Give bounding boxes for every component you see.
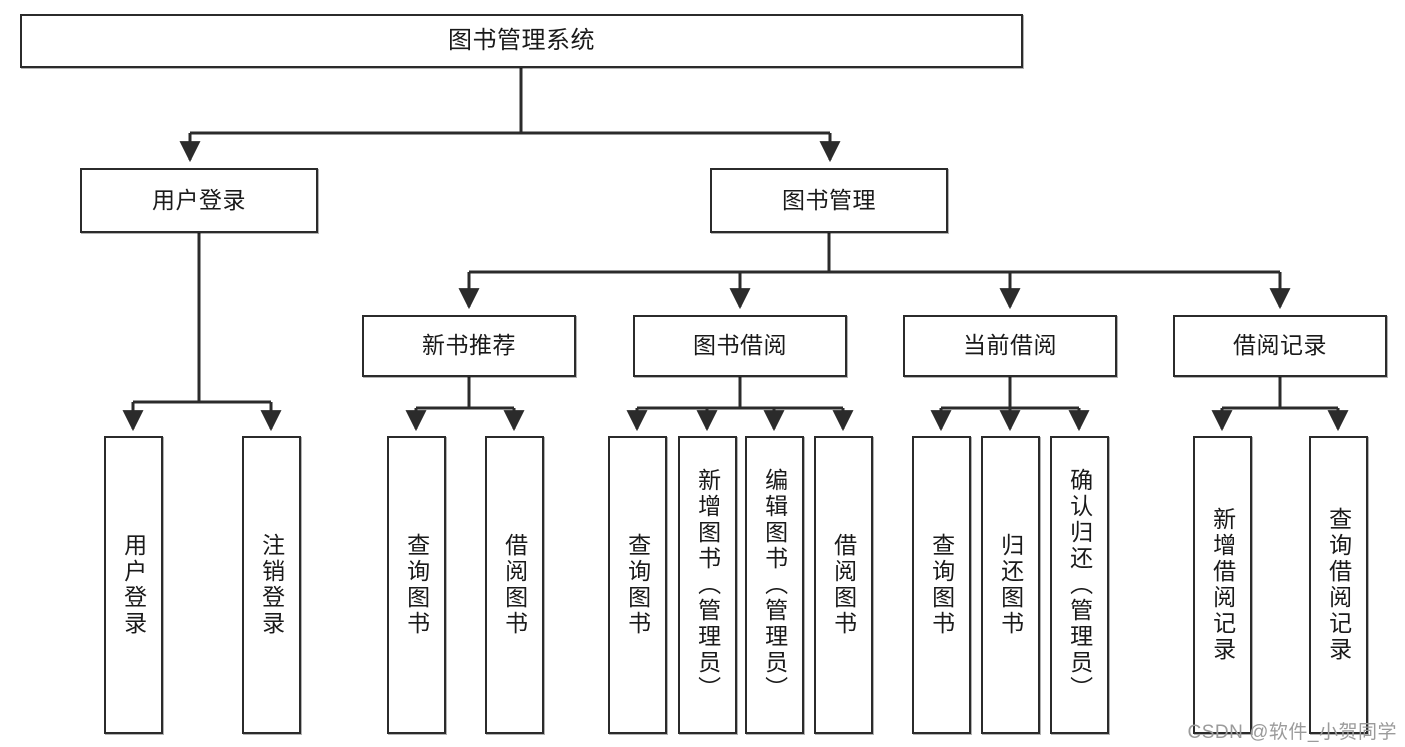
- node-leaf-query-book-2[interactable]: 查询图书: [608, 436, 667, 734]
- node-leaf-query-record[interactable]: 查询借阅记录: [1309, 436, 1368, 734]
- node-leaf-query-record-label: 查询借阅记录: [1325, 507, 1352, 663]
- node-root-label: 图书管理系统: [448, 26, 595, 54]
- node-book-manage-label: 图书管理: [782, 186, 876, 213]
- node-current-borrow[interactable]: 当前借阅: [903, 315, 1117, 377]
- node-leaf-borrow-book-1[interactable]: 借阅图书: [485, 436, 544, 734]
- node-leaf-query-book-3[interactable]: 查询图书: [912, 436, 971, 734]
- node-leaf-user-login[interactable]: 用户登录: [104, 436, 163, 734]
- node-leaf-query-book-2-label: 查询图书: [624, 533, 651, 637]
- node-leaf-add-record[interactable]: 新增借阅记录: [1193, 436, 1252, 734]
- node-leaf-add-book[interactable]: 新增图书（管理员）: [678, 436, 737, 734]
- node-leaf-query-book-3-label: 查询图书: [928, 533, 955, 637]
- node-root[interactable]: 图书管理系统: [20, 14, 1023, 68]
- node-new-book-recommend-label: 新书推荐: [422, 332, 516, 359]
- node-leaf-confirm-return-label: 确认归还（管理员）: [1066, 468, 1093, 702]
- node-leaf-edit-book[interactable]: 编辑图书（管理员）: [745, 436, 804, 734]
- node-book-manage[interactable]: 图书管理: [710, 168, 948, 233]
- node-leaf-borrow-book-1-label: 借阅图书: [501, 533, 528, 637]
- node-leaf-borrow-book-2-label: 借阅图书: [830, 533, 857, 637]
- node-borrow-record[interactable]: 借阅记录: [1173, 315, 1387, 377]
- node-new-book-recommend[interactable]: 新书推荐: [362, 315, 576, 377]
- node-leaf-add-record-label: 新增借阅记录: [1209, 507, 1236, 663]
- node-leaf-query-book-1[interactable]: 查询图书: [387, 436, 446, 734]
- node-leaf-add-book-label: 新增图书（管理员）: [694, 468, 721, 702]
- node-current-borrow-label: 当前借阅: [963, 332, 1057, 359]
- node-leaf-logout-login-label: 注销登录: [258, 533, 285, 637]
- node-book-borrow[interactable]: 图书借阅: [633, 315, 847, 377]
- node-leaf-borrow-book-2[interactable]: 借阅图书: [814, 436, 873, 734]
- node-leaf-return-book[interactable]: 归还图书: [981, 436, 1040, 734]
- node-leaf-confirm-return[interactable]: 确认归还（管理员）: [1050, 436, 1109, 734]
- node-leaf-edit-book-label: 编辑图书（管理员）: [761, 468, 788, 702]
- csdn-watermark: CSDN @软件_小贺同学: [1187, 722, 1397, 743]
- node-leaf-query-book-1-label: 查询图书: [403, 533, 430, 637]
- node-leaf-return-book-label: 归还图书: [997, 533, 1024, 637]
- node-user-login[interactable]: 用户登录: [80, 168, 318, 233]
- node-leaf-user-login-label: 用户登录: [120, 533, 147, 637]
- node-book-borrow-label: 图书借阅: [693, 332, 787, 359]
- node-user-login-label: 用户登录: [152, 186, 246, 213]
- node-leaf-logout-login[interactable]: 注销登录: [242, 436, 301, 734]
- node-borrow-record-label: 借阅记录: [1233, 332, 1327, 359]
